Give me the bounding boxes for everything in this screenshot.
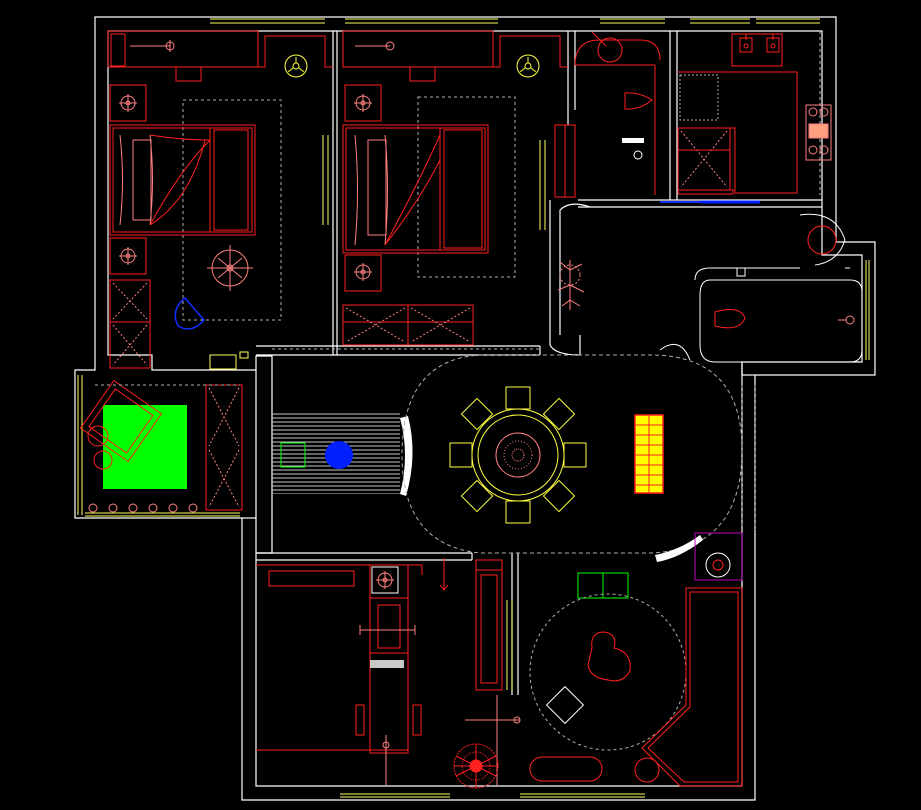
ceiling-fan-icon bbox=[516, 54, 540, 78]
lower-room bbox=[256, 558, 521, 785]
windows bbox=[77, 18, 870, 798]
table-lamp-icon bbox=[119, 247, 137, 265]
study-nook bbox=[79, 379, 243, 513]
tv-cabinet bbox=[475, 559, 513, 691]
coffee-table bbox=[587, 631, 631, 682]
bench bbox=[529, 756, 603, 782]
tree-icon bbox=[557, 260, 585, 310]
shower-icon bbox=[597, 37, 623, 63]
storage-cabinet bbox=[109, 279, 151, 369]
double-bed bbox=[109, 124, 256, 236]
ceiling-fan-icon bbox=[284, 54, 308, 78]
bathtub bbox=[699, 279, 863, 363]
living-room bbox=[529, 572, 743, 787]
bathroom-1 bbox=[554, 31, 661, 198]
toilet-icon bbox=[624, 92, 653, 110]
dining-area bbox=[401, 354, 743, 581]
armchair bbox=[79, 379, 163, 463]
plant-icon bbox=[453, 743, 499, 789]
shower-icon bbox=[807, 225, 837, 255]
green-rug bbox=[103, 405, 187, 489]
kitchen bbox=[660, 31, 832, 204]
blue-chair-icon bbox=[174, 296, 205, 330]
bathroom-2 bbox=[659, 213, 863, 363]
blue-ottoman-icon bbox=[325, 441, 353, 469]
sideboard bbox=[634, 414, 664, 494]
walls bbox=[74, 16, 876, 801]
double-bed bbox=[342, 124, 489, 254]
stove-icon bbox=[805, 104, 832, 161]
ceiling-light-icon bbox=[207, 245, 253, 291]
dining-boundary bbox=[401, 354, 743, 554]
long-desk bbox=[369, 564, 409, 754]
dining-chairs bbox=[449, 386, 587, 524]
lights-row bbox=[88, 503, 198, 513]
entry bbox=[272, 412, 413, 496]
sectional-sofa bbox=[641, 587, 743, 787]
table-lamp-icon bbox=[119, 94, 137, 112]
openings bbox=[272, 348, 756, 530]
lamp-icon bbox=[705, 552, 731, 578]
bedroom-2 bbox=[342, 30, 568, 346]
bedroom-1 bbox=[107, 30, 333, 370]
